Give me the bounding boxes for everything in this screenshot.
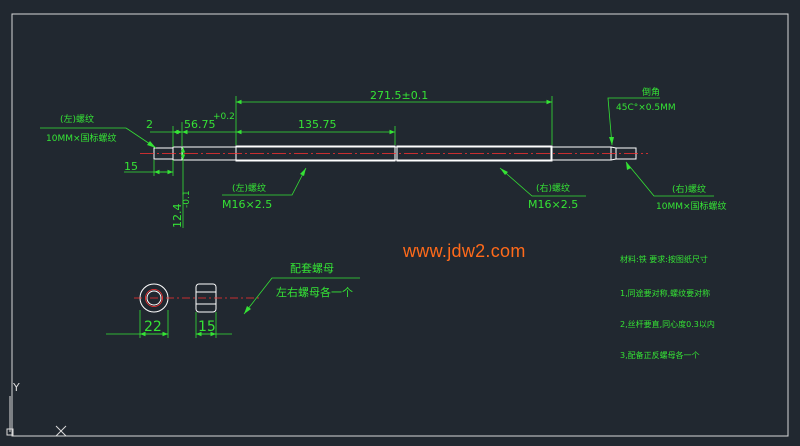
dim-overall-length: 271.5±0.1 <box>370 89 428 102</box>
ucs-y-label: Y <box>12 381 20 394</box>
left-thread-title: (左)螺纹 <box>60 113 94 125</box>
note-item-1: 1,同途要对称,螺纹要对称 <box>620 288 710 298</box>
right-main-title: (右)螺纹 <box>536 182 570 194</box>
dim-diameter: 12.4 <box>171 204 184 229</box>
nut-spec: 左右螺母各一个 <box>276 285 353 299</box>
right-main-spec: M16×2.5 <box>528 198 578 211</box>
nut-dimensions <box>106 310 232 338</box>
dim-end-width: 15 <box>124 160 138 173</box>
nut-dim-diameter: 22 <box>144 319 162 335</box>
chamfer-title: 倒角 <box>642 86 660 98</box>
nut-title: 配套螺母 <box>290 262 334 275</box>
dimension-lines <box>40 96 714 315</box>
dim-left-gap: 2 <box>146 118 153 131</box>
note-item-2: 2,丝杆要直,同心度0.3以内 <box>620 319 715 329</box>
chamfer-spec: 45C°×0.5MM <box>616 103 676 113</box>
dim-left-step-tol: +0.2 <box>213 112 235 122</box>
left-thread-spec: 10MM×国标螺纹 <box>46 132 117 144</box>
ucs-icon <box>6 396 67 437</box>
dim-diameter-tol: -0.1 <box>182 190 192 208</box>
right-thread-title: (右)螺纹 <box>672 183 706 195</box>
left-main-title: (左)螺纹 <box>232 182 266 194</box>
nut-dim-width: 15 <box>198 319 216 335</box>
watermark: www.jdw2.com <box>403 241 526 261</box>
dim-left-step: 56.75 <box>184 118 216 131</box>
dim-half-length: 135.75 <box>298 118 337 131</box>
right-thread-spec: 10MM×国标螺纹 <box>656 200 727 212</box>
note-item-3: 3,配备正反螺母各一个 <box>620 350 700 360</box>
drawing-border <box>11 13 789 437</box>
left-main-spec: M16×2.5 <box>222 198 272 211</box>
notes-header: 材料:铁 要求:按图纸尺寸 <box>620 254 708 264</box>
leader-arrows <box>147 137 631 314</box>
